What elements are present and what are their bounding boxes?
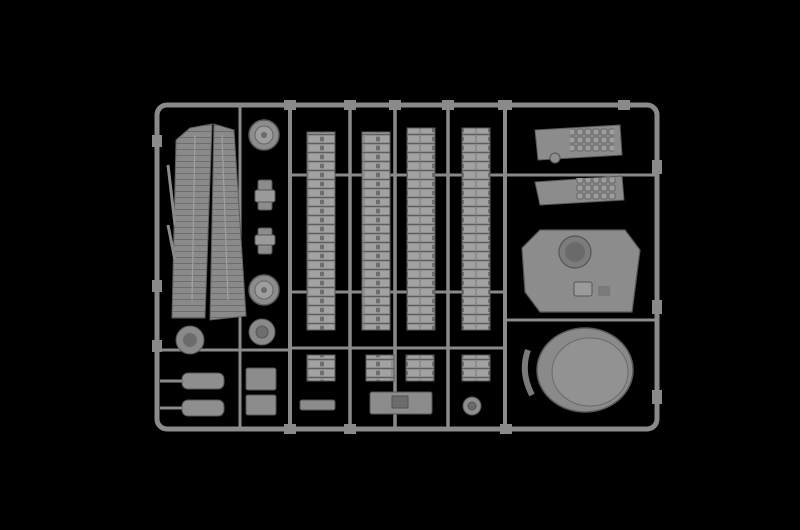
- track-segment: [461, 354, 491, 382]
- exhaust-cylinders: [160, 325, 225, 417]
- track-segment: [306, 354, 336, 382]
- road-wheel: [248, 119, 280, 151]
- gate-tabs: [152, 100, 662, 434]
- road-wheel: [248, 274, 280, 306]
- small-fittings: [245, 367, 482, 416]
- hull-plate-upper: [534, 124, 625, 206]
- track-run: [361, 131, 391, 331]
- track-guard-panels: [166, 123, 247, 321]
- track-run: [461, 127, 491, 331]
- turret-roof: [521, 229, 641, 313]
- track-run: [306, 131, 336, 331]
- track-segment: [365, 354, 395, 382]
- track-segment: [405, 354, 435, 382]
- suspension-parts: [248, 179, 276, 346]
- track-run: [406, 127, 436, 331]
- turret-hatch-disc: [521, 327, 634, 413]
